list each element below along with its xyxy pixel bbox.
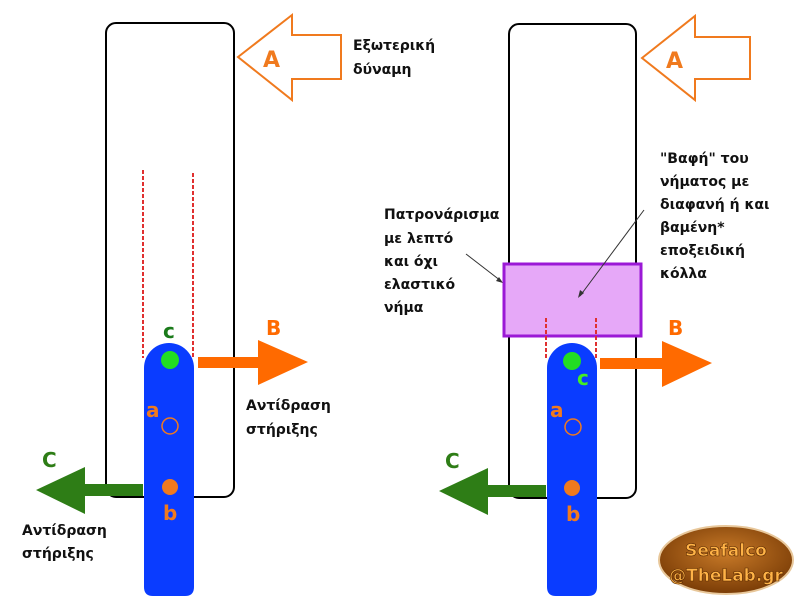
left-force-a-label: A bbox=[263, 48, 280, 73]
right-panel: A c a b B C Πατρονάρισμα με λεπτό και όχ… bbox=[384, 13, 770, 596]
glue-note-line3: διαφανή ή και bbox=[660, 197, 770, 213]
left-force-a-desc-line1: Εξωτερική bbox=[353, 38, 435, 54]
glue-pointer-line bbox=[579, 209, 645, 297]
left-point-b-label: b bbox=[163, 501, 177, 525]
right-point-b bbox=[564, 480, 580, 496]
glue-note-line6: κόλλα bbox=[660, 266, 707, 282]
thread-note-line3: και όχι bbox=[384, 254, 438, 270]
left-force-b-arrow bbox=[198, 340, 308, 385]
left-point-c bbox=[161, 351, 179, 369]
left-panel: A Εξωτερική δύναμη c a b B Αντίδραση στή… bbox=[22, 12, 435, 596]
left-force-b-label: B bbox=[266, 316, 281, 340]
right-force-a-label: A bbox=[666, 49, 683, 74]
thread-note-line2: με λεπτό bbox=[384, 231, 454, 247]
right-rod bbox=[547, 343, 597, 596]
left-force-b-desc-line2: στήριξης bbox=[246, 422, 318, 438]
left-point-a bbox=[161, 417, 179, 435]
right-point-a bbox=[564, 418, 582, 436]
left-point-a-label: a bbox=[146, 398, 160, 422]
left-force-a-desc-line2: δύναμη bbox=[353, 62, 412, 78]
glue-note-line4: βαμένη* bbox=[660, 220, 725, 236]
left-force-c-label: C bbox=[42, 448, 57, 472]
left-force-a-arrow bbox=[236, 12, 342, 103]
right-point-a-label: a bbox=[550, 398, 564, 422]
right-force-a-arrow bbox=[640, 13, 751, 103]
glue-note-line1: "Βαφή" του bbox=[660, 151, 749, 167]
glue-note: "Βαφή" του νήματος με διαφανή ή και βαμέ… bbox=[660, 151, 770, 282]
right-point-c-label: c bbox=[577, 366, 589, 390]
logo-line2: @TheLab.gr bbox=[669, 566, 783, 586]
right-force-b-arrow bbox=[600, 341, 712, 387]
left-force-c-desc-line1: Αντίδραση bbox=[22, 523, 107, 539]
right-force-c-label: C bbox=[445, 449, 460, 473]
right-point-c bbox=[563, 352, 581, 370]
glue-region bbox=[502, 262, 643, 338]
right-force-c-arrow bbox=[439, 468, 546, 515]
thread-note-line4: ελαστικό bbox=[384, 277, 456, 293]
thread-note-line5: νήμα bbox=[384, 300, 424, 316]
left-rod bbox=[144, 343, 194, 596]
thread-note-line1: Πατρονάρισμα bbox=[384, 207, 500, 223]
thread-pointer-line bbox=[465, 253, 502, 282]
left-force-c-arrow bbox=[36, 467, 143, 514]
right-point-b-label: b bbox=[566, 502, 580, 526]
left-force-c-desc-line2: στήριξης bbox=[22, 546, 94, 562]
thread-pointer-head bbox=[496, 277, 503, 283]
left-point-c-label: c bbox=[163, 319, 175, 343]
watermark-logo: Seafalco @TheLab.gr bbox=[658, 525, 794, 595]
glue-pointer-head bbox=[578, 290, 584, 298]
logo-line1: Seafalco bbox=[685, 541, 767, 561]
thread-note: Πατρονάρισμα με λεπτό και όχι ελαστικό ν… bbox=[384, 207, 500, 316]
right-force-b-label: B bbox=[668, 316, 683, 340]
left-point-b bbox=[162, 479, 178, 495]
glue-note-line2: νήματος με bbox=[660, 174, 749, 190]
glue-note-line5: εποξειδική bbox=[660, 243, 745, 259]
left-force-b-desc-line1: Αντίδραση bbox=[246, 398, 331, 414]
logo-badge bbox=[658, 525, 794, 595]
